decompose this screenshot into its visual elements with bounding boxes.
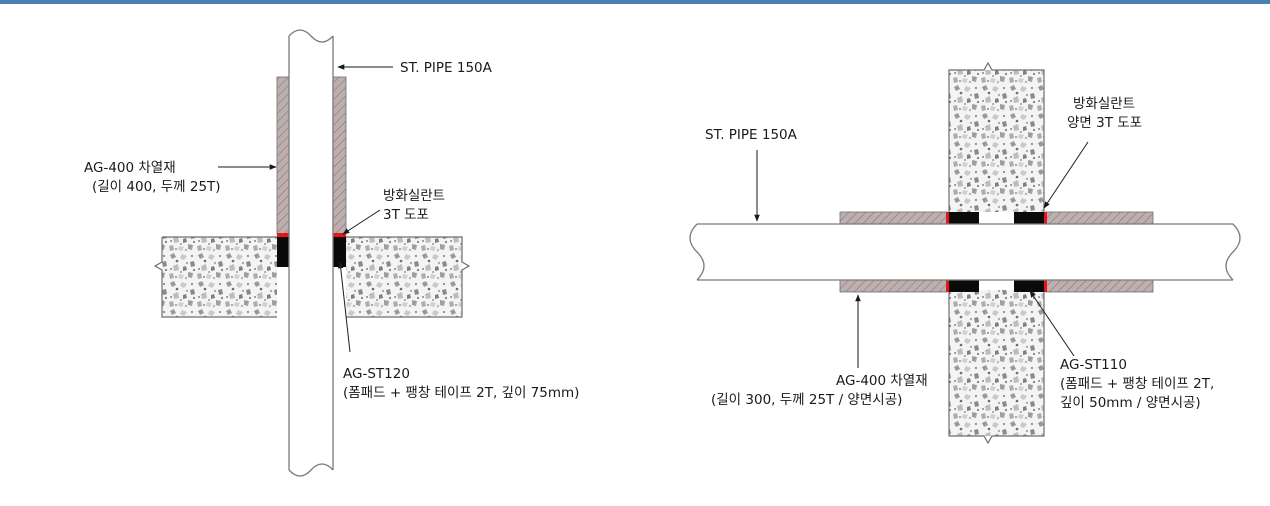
left-slab xyxy=(153,236,471,318)
left-sealant-label: 방화실란트 xyxy=(383,188,445,204)
right-product-detail-1: (폼패드 + 팽창 테이프 2T, xyxy=(1060,376,1214,392)
right-insulation-label: AG-400 차열재 xyxy=(836,373,928,389)
top-accent-bar xyxy=(0,0,1270,4)
right-sealant-detail: 양면 3T 도포 xyxy=(1067,115,1142,131)
right-sealant xyxy=(946,212,1047,292)
left-sealant-leader xyxy=(342,209,381,235)
right-firestop-compound xyxy=(949,212,1044,292)
left-insulation xyxy=(276,76,347,235)
right-pipe xyxy=(689,223,1241,281)
left-product-label: AG-ST120 xyxy=(343,366,410,382)
right-sealant-label: 방화실란트 xyxy=(1073,96,1135,112)
left-pipe-label: ST. PIPE 150A xyxy=(400,60,493,76)
right-insulation-detail: (길이 300, 두께 25T / 양면시공) xyxy=(711,392,902,408)
right-insulation xyxy=(839,211,1154,293)
left-firestop-compound xyxy=(277,237,346,267)
right-product-label: AG-ST110 xyxy=(1060,357,1127,373)
left-sealant-detail: 3T 도포 xyxy=(383,207,429,223)
right-sealant-leader xyxy=(1043,141,1089,209)
right-pipe-label: ST. PIPE 150A xyxy=(705,127,798,143)
left-sealant xyxy=(277,233,346,237)
left-pipe xyxy=(288,29,334,477)
left-insulation-label: AG-400 차열재 xyxy=(84,160,176,176)
right-diagram: ST. PIPE 150A 방화실란트 양면 3T 도포 AG-400 차열재 … xyxy=(689,61,1241,445)
left-compound-leader xyxy=(337,261,351,353)
left-insulation-detail: (길이 400, 두께 25T) xyxy=(92,179,221,195)
left-diagram: ST. PIPE 150A AG-400 차열재 (길이 400, 두께 25T… xyxy=(84,29,579,477)
left-product-detail: (폼패드 + 팽창 테이프 2T, 깊이 75mm) xyxy=(343,385,579,401)
right-compound-leader xyxy=(1029,290,1075,357)
right-product-detail-2: 깊이 50mm / 양면시공) xyxy=(1060,395,1201,411)
right-wall xyxy=(948,61,1045,445)
